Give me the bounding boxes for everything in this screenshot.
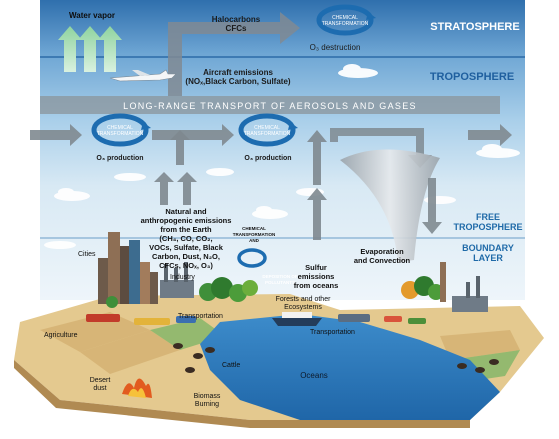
chemical-transformation-strat xyxy=(316,4,376,36)
industry-factories xyxy=(160,262,194,298)
ocean xyxy=(200,314,500,420)
desert-dust-line-2: dust xyxy=(93,385,106,392)
biomass-fire-icon xyxy=(122,378,152,398)
transport-band xyxy=(40,96,500,114)
vehicles xyxy=(86,314,426,325)
cattle-icons xyxy=(173,343,499,373)
biomass-line-1: Biomass xyxy=(194,393,221,400)
desert-dust-line-1: Desert xyxy=(90,377,111,384)
cfcs-label: CFCs xyxy=(226,24,247,33)
emissions-line-4: (CH₄, CO, CO₂, xyxy=(159,234,212,243)
emissions-line-2: anthropogenic emissions xyxy=(141,216,232,225)
evaporation-line-1: Evaporation xyxy=(360,247,404,256)
upward-emission-arrows xyxy=(154,130,327,240)
agriculture-label: Agriculture xyxy=(44,332,78,339)
boundary-layer-label-2: LAYER xyxy=(473,253,503,263)
oceans-label: Oceans xyxy=(300,371,328,380)
chemical-transformation-center xyxy=(238,113,298,147)
farm-fields xyxy=(40,312,520,374)
downward-arrow xyxy=(422,178,442,234)
ctd-line-5: POLLUTANTS xyxy=(265,280,295,285)
chemical-transformation-lower xyxy=(237,248,267,268)
chem-transform-left-1: CHEMICAL xyxy=(107,125,133,131)
emissions-line-7: CFCs, NOₓ, O₃) xyxy=(159,261,213,270)
city-buildings xyxy=(98,232,158,304)
ctd-line-3: AND xyxy=(249,238,259,243)
chem-transform-strat-1: CHEMICAL xyxy=(332,15,358,21)
chem-transform-left-2: TRANSFORMATION xyxy=(97,131,144,137)
ctd-line-4: DEPOSITION OF xyxy=(262,274,298,279)
industry-label: Industry xyxy=(170,274,195,281)
chemical-transformation-left xyxy=(91,113,151,147)
stratosphere-transport-arrow xyxy=(168,12,300,96)
aircraft-emissions-label: Aircraft emissions xyxy=(203,68,273,77)
land-edge xyxy=(14,360,470,428)
halocarbons-label: Halocarbons xyxy=(212,15,261,24)
ctd-line-2: TRANSFORMATION xyxy=(233,232,275,237)
chem-transform-strat-2: TRANSFORMATION xyxy=(322,21,369,27)
troposphere-label: TROPOSPHERE xyxy=(430,71,514,83)
sulfur-line-1: Sulfur xyxy=(305,263,327,272)
evaporation-line-2: and Convection xyxy=(354,256,411,265)
o3-destruction-label: O₃ destruction xyxy=(310,43,361,52)
ctd-line-1: CHEMICAL xyxy=(242,226,266,231)
water-vapor-arrows xyxy=(58,26,122,72)
o3-production-left: O₃ production xyxy=(96,155,143,162)
ship-icon xyxy=(272,312,322,326)
cities-label: Cities xyxy=(78,251,96,258)
water-vapor-label: Water vapor xyxy=(69,11,115,20)
emissions-line-1: Natural and xyxy=(165,207,207,216)
cattle-label: Cattle xyxy=(222,362,240,369)
transport-banner-label: LONG-RANGE TRANSPORT OF AEROSOLS AND GAS… xyxy=(123,101,417,111)
industry-right xyxy=(440,262,488,312)
sulfur-line-2: emissions xyxy=(298,272,335,281)
chem-transform-center-2: TRANSFORMATION xyxy=(244,131,291,137)
boundary-layer-label-1: BOUNDARY xyxy=(462,243,514,253)
transportation-left-label: Transportation xyxy=(178,313,223,320)
aircraft-emissions-detail: (NOₓ,Black Carbon, Sulfate) xyxy=(185,77,291,86)
emissions-line-6: Carbon, Dust, N₂O, xyxy=(152,252,220,261)
forests-line-2: Ecosystems xyxy=(284,304,322,311)
stratosphere-label: STRATOSPHERE xyxy=(430,21,519,33)
convection-funnel xyxy=(340,149,440,262)
transport-arrows xyxy=(30,124,512,146)
free-troposphere-label-2: TROPOSPHERE xyxy=(453,222,522,232)
chem-transform-center-1: CHEMICAL xyxy=(254,125,280,131)
forests-line-1: Forests and other xyxy=(276,296,332,303)
transportation-right-label: Transportation xyxy=(310,329,355,336)
emissions-line-5: VOCs, Sulfate, Black xyxy=(149,243,224,252)
airplane-icon xyxy=(109,69,177,82)
sulfur-line-3: from oceans xyxy=(294,281,339,290)
emissions-line-3: from the Earth xyxy=(160,225,212,234)
o3-production-center: O₃ production xyxy=(244,155,291,162)
free-troposphere-label-1: FREE xyxy=(476,212,500,222)
biomass-line-2: Burning xyxy=(195,401,219,408)
